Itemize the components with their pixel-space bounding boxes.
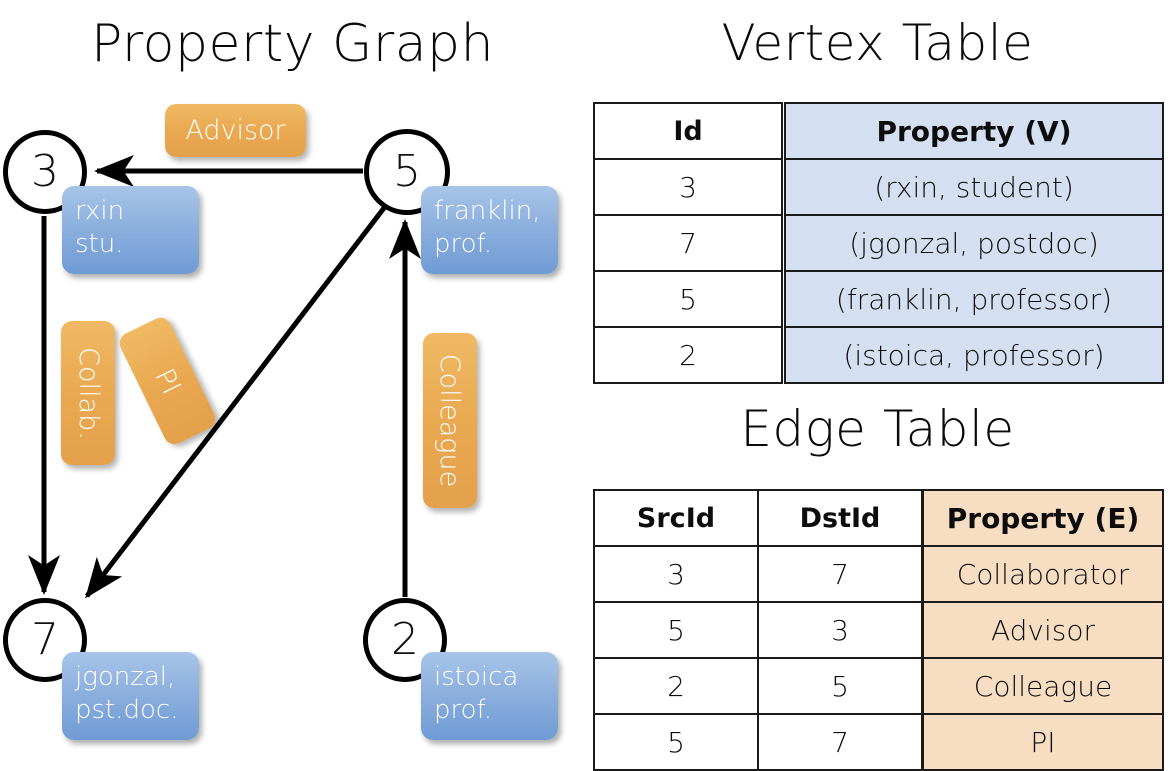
edge-table-cell-srcid: 5: [593, 713, 759, 771]
table-row[interactable]: (istoica, professor): [784, 326, 1164, 384]
table-row[interactable]: PI: [922, 713, 1164, 771]
vertex-table-cell-property: (rxin, student): [784, 158, 1164, 216]
edge-table-cell-dstid: 7: [757, 545, 923, 603]
table-row[interactable]: (rxin, student): [784, 158, 1164, 216]
graph-node-5-label: 5: [393, 146, 421, 197]
edge-table-cell-property: Collaborator: [922, 545, 1164, 603]
table-row[interactable]: 3: [593, 158, 783, 216]
edge-table-cell-property: PI: [922, 713, 1164, 771]
table-header-row: Id: [593, 102, 783, 160]
table-header-row: SrcId DstId: [593, 489, 923, 547]
vertex-property-box-5: franklin, prof.: [421, 186, 558, 274]
edge-table-cell-dstid: 7: [757, 713, 923, 771]
edge-label-advisor: Advisor: [165, 104, 306, 157]
edge-label-pi-text: PI: [148, 363, 187, 399]
table-row[interactable]: 5 7: [593, 713, 923, 771]
vertex-table-cell-id: 7: [593, 214, 783, 272]
table-row[interactable]: 5: [593, 270, 783, 328]
vertex-table-id-column: Id 3 7 5 2: [593, 102, 783, 384]
table-row[interactable]: 3 7: [593, 545, 923, 603]
vertex-table-property-column: Property (V) (rxin, student) (jgonzal, p…: [784, 102, 1164, 384]
table-header-row: Property (E): [922, 489, 1164, 547]
edge-label-collab: Collab.: [61, 321, 115, 465]
vertex-table-cell-id: 2: [593, 326, 783, 384]
table-row[interactable]: Collaborator: [922, 545, 1164, 603]
edge-table-property-column: Property (E) Collaborator Advisor Collea…: [922, 489, 1164, 771]
table-row[interactable]: Colleague: [922, 657, 1164, 715]
graph-node-2[interactable]: 2: [363, 598, 447, 682]
table-row[interactable]: (franklin, professor): [784, 270, 1164, 328]
table-row[interactable]: 2 5: [593, 657, 923, 715]
vertex-table-header-property: Property (V): [784, 102, 1164, 160]
edge-table-cell-srcid: 2: [593, 657, 759, 715]
property-graph-panel: Property Graph 3 5 7 2 rxin stu. frankli…: [0, 0, 585, 760]
table-row[interactable]: 7: [593, 214, 783, 272]
page-title-edge-table: Edge Table: [740, 400, 1015, 458]
page-title-property-graph: Property Graph: [90, 14, 495, 74]
vertex-property-box-3: rxin stu.: [62, 186, 199, 274]
edge-table-cell-srcid: 5: [593, 601, 759, 659]
table-row[interactable]: Advisor: [922, 601, 1164, 659]
table-row[interactable]: (jgonzal, postdoc): [784, 214, 1164, 272]
graph-node-3-label: 3: [31, 146, 59, 197]
table-header-row: Property (V): [784, 102, 1164, 160]
graph-node-5[interactable]: 5: [364, 129, 450, 215]
edge-table-header-srcid: SrcId: [593, 489, 759, 547]
graph-node-7-label: 7: [31, 614, 59, 665]
vertex-table-cell-property: (istoica, professor): [784, 326, 1164, 384]
vertex-table-cell-id: 3: [593, 158, 783, 216]
edge-label-collab-text: Collab.: [72, 346, 104, 440]
edge-label-advisor-text: Advisor: [185, 115, 286, 146]
graph-edges: [28, 155, 421, 599]
edge-table-cell-dstid: 5: [757, 657, 923, 715]
vertex-property-box-7: jgonzal, pst.doc.: [62, 652, 199, 740]
vertex-table-cell-property: (franklin, professor): [784, 270, 1164, 328]
edge-table-header-property: Property (E): [922, 489, 1164, 547]
graph-node-2-label: 2: [391, 614, 419, 665]
edge-table-header-dstid: DstId: [757, 489, 923, 547]
vertex-table-cell-id: 5: [593, 270, 783, 328]
edge-label-colleague: Colleague: [423, 333, 477, 508]
edge-label-colleague-text: Colleague: [434, 353, 466, 488]
edge-table-cell-dstid: 3: [757, 601, 923, 659]
edge-table-cell-srcid: 3: [593, 545, 759, 603]
edge-table-cell-property: Advisor: [922, 601, 1164, 659]
edge-table-id-columns: SrcId DstId 3 7 5 3 2 5 5 7: [593, 489, 923, 771]
table-row[interactable]: 5 3: [593, 601, 923, 659]
vertex-table-cell-property: (jgonzal, postdoc): [784, 214, 1164, 272]
vertex-property-box-2: istoica prof.: [421, 652, 558, 740]
edge-5-to-7: [85, 206, 386, 599]
edge-table-cell-property: Colleague: [922, 657, 1164, 715]
vertex-table-header-id: Id: [593, 102, 783, 160]
table-row[interactable]: 2: [593, 326, 783, 384]
page-title-vertex-table: Vertex Table: [721, 14, 1034, 72]
